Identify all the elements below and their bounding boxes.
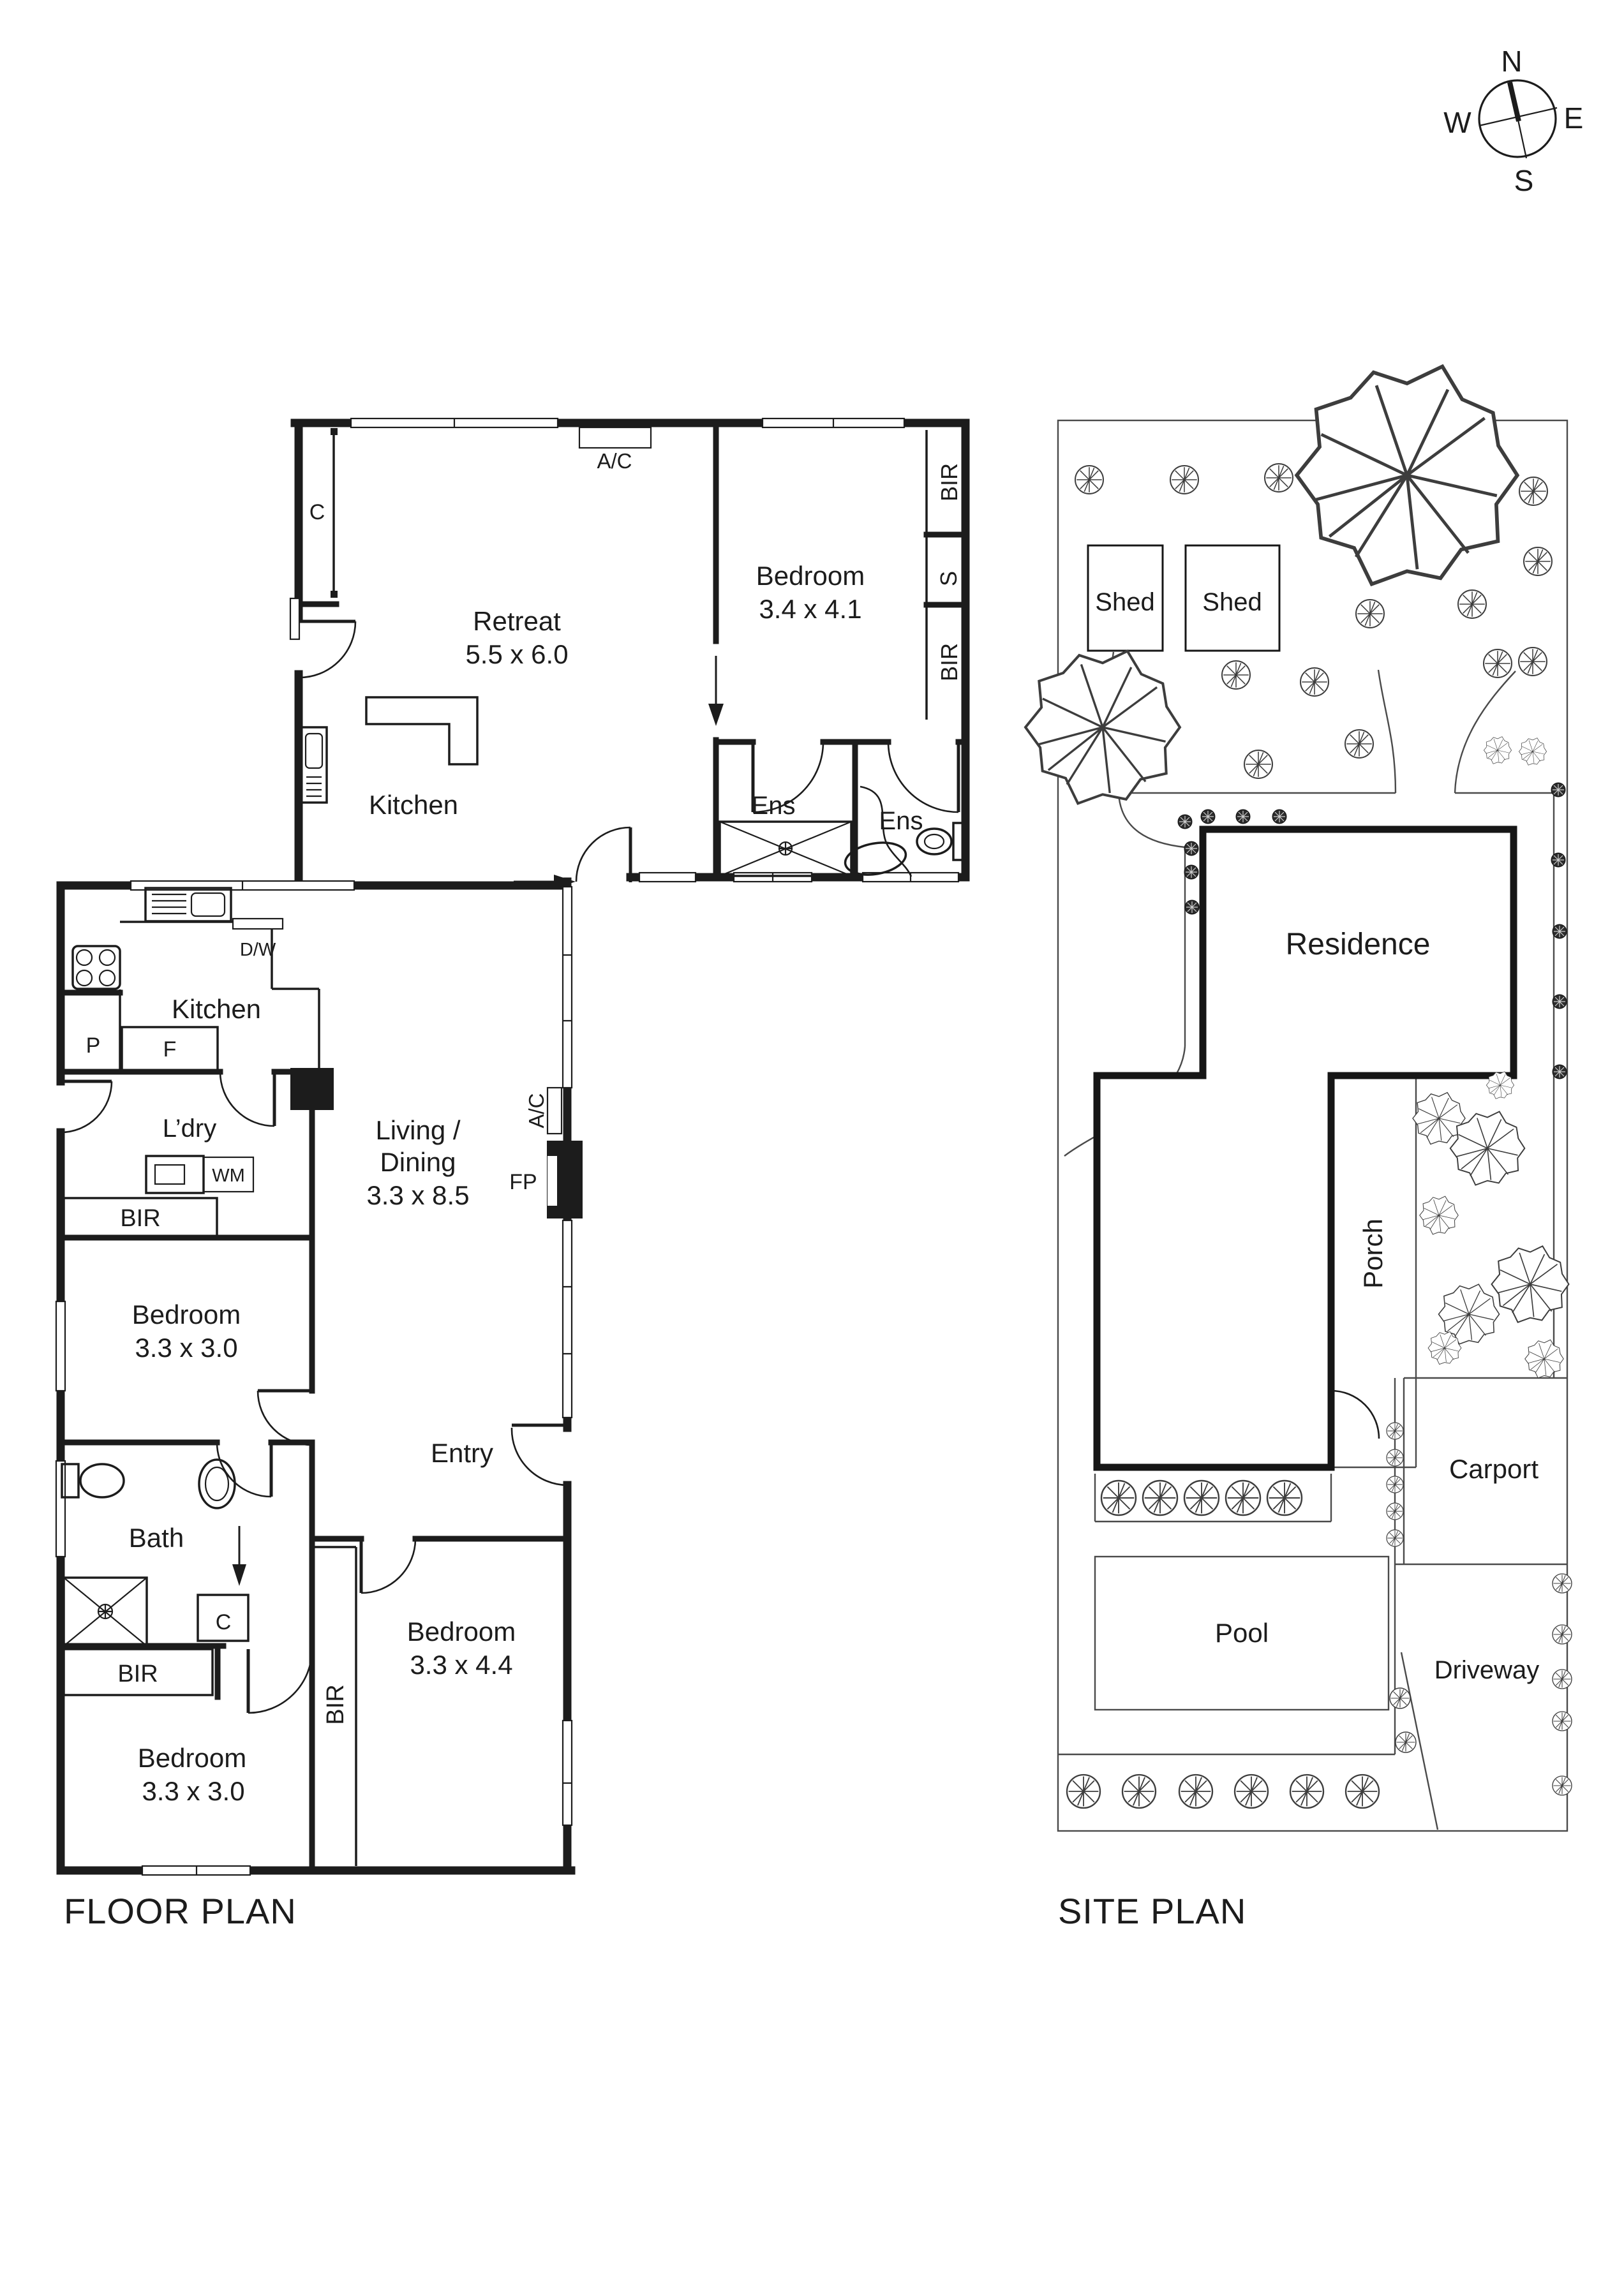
bath-tub-icon (844, 841, 907, 876)
room-label-ldry: L’dry (163, 1115, 217, 1143)
residence-outline (1093, 826, 1517, 1471)
room-label-kitchen-lower: Kitchen (172, 994, 261, 1024)
ensuite-fixtures (719, 785, 966, 877)
room-label-retreat: Retreat (473, 606, 561, 636)
fireplace (547, 1141, 583, 1218)
site-plan-title: SITE PLAN (1058, 1891, 1246, 1931)
shed-label-1: Shed (1095, 588, 1154, 616)
compass-west-label: W (1443, 106, 1471, 139)
compass-rose-icon: N E W S (1443, 45, 1583, 197)
residence-label: Residence (1286, 928, 1431, 961)
wardrobes-closets (63, 428, 928, 1866)
laundry-fixtures (145, 1155, 255, 1194)
kitchen-upper-fixtures (300, 696, 479, 804)
fireplace-label: FP (509, 1170, 537, 1194)
room-dims-bedroom4: 3.3 x 4.4 (410, 1650, 512, 1680)
room-dims-retreat: 5.5 x 6.0 (465, 639, 568, 669)
room-label-bedroom4: Bedroom (407, 1617, 516, 1647)
bath-fixtures (61, 1458, 236, 1647)
compass-east-label: E (1564, 101, 1584, 135)
floor-plan-windows (55, 417, 960, 1876)
compass-south-label: S (1514, 164, 1534, 197)
shower-icon (63, 1576, 148, 1647)
ac-unit-living (546, 1086, 563, 1135)
floor-plan-title: FLOOR PLAN (64, 1891, 297, 1931)
carport-label: Carport (1449, 1454, 1538, 1484)
driveway-label: Driveway (1434, 1656, 1539, 1684)
site-boundary (1057, 419, 1568, 1832)
chimney-block (290, 1068, 334, 1110)
room-label-living-2: Dining (380, 1147, 456, 1177)
room-dims-bedroom2: 3.3 x 3.0 (135, 1333, 237, 1363)
shed-2 (1184, 544, 1281, 652)
room-label-bedroom1: Bedroom (756, 561, 865, 591)
stove-icon (71, 945, 121, 990)
closet-label-upper: C (309, 500, 325, 524)
storage-label: S (935, 571, 962, 586)
bir-label-ldry: BIR (120, 1205, 160, 1232)
room-label-bath: Bath (129, 1523, 184, 1553)
washing-machine-label: WM (212, 1166, 245, 1186)
ac-label-living: A/C (525, 1093, 548, 1128)
fridge-label: F (163, 1037, 177, 1062)
room-dims-living: 3.3 x 8.5 (366, 1180, 469, 1210)
bir-label-bed4: BIR (322, 1684, 349, 1724)
basin-icon (198, 1458, 236, 1509)
ac-label-top: A/C (597, 449, 632, 473)
dishwasher-label: D/W (240, 940, 276, 960)
room-label-ens-right: Ens (879, 807, 923, 835)
pantry-label: P (86, 1033, 101, 1058)
compass-north-label: N (1501, 45, 1522, 78)
bir-label-bath: BIR (117, 1661, 158, 1687)
direction-arrows (232, 656, 724, 1586)
pool-label: Pool (1215, 1618, 1269, 1648)
sink-icon (144, 887, 232, 922)
room-dims-bedroom3: 3.3 x 3.0 (142, 1776, 244, 1806)
shed-label-2: Shed (1202, 588, 1262, 616)
toilet-icon (916, 822, 966, 861)
dishwasher-unit (232, 917, 284, 930)
room-label-kitchen-upper: Kitchen (369, 790, 458, 820)
bir-label-upper-1: BIR (936, 463, 962, 501)
room-label-bedroom3: Bedroom (138, 1743, 246, 1773)
room-label-entry: Entry (431, 1438, 493, 1468)
closet-label-bath: C (216, 1610, 232, 1634)
room-label-living-1: Living / (375, 1115, 460, 1145)
floor-plan-doors (60, 619, 960, 1714)
bir-label-upper-2: BIR (936, 643, 962, 681)
toilet-icon (61, 1463, 125, 1499)
pool-outline (1094, 1555, 1390, 1711)
room-dims-bedroom1: 3.4 x 4.1 (759, 594, 861, 624)
kitchen-lower-fixtures (71, 887, 320, 1069)
shower-icon (719, 820, 853, 877)
site-plan: Shed Shed Residence Porch Carport Pool D… (1025, 366, 1572, 1931)
ac-unit-top (578, 426, 652, 449)
room-label-ens-left: Ens (752, 792, 796, 820)
sink-icon (300, 726, 328, 804)
porch-label: Porch (1358, 1218, 1388, 1289)
room-label-bedroom2: Bedroom (132, 1300, 241, 1329)
